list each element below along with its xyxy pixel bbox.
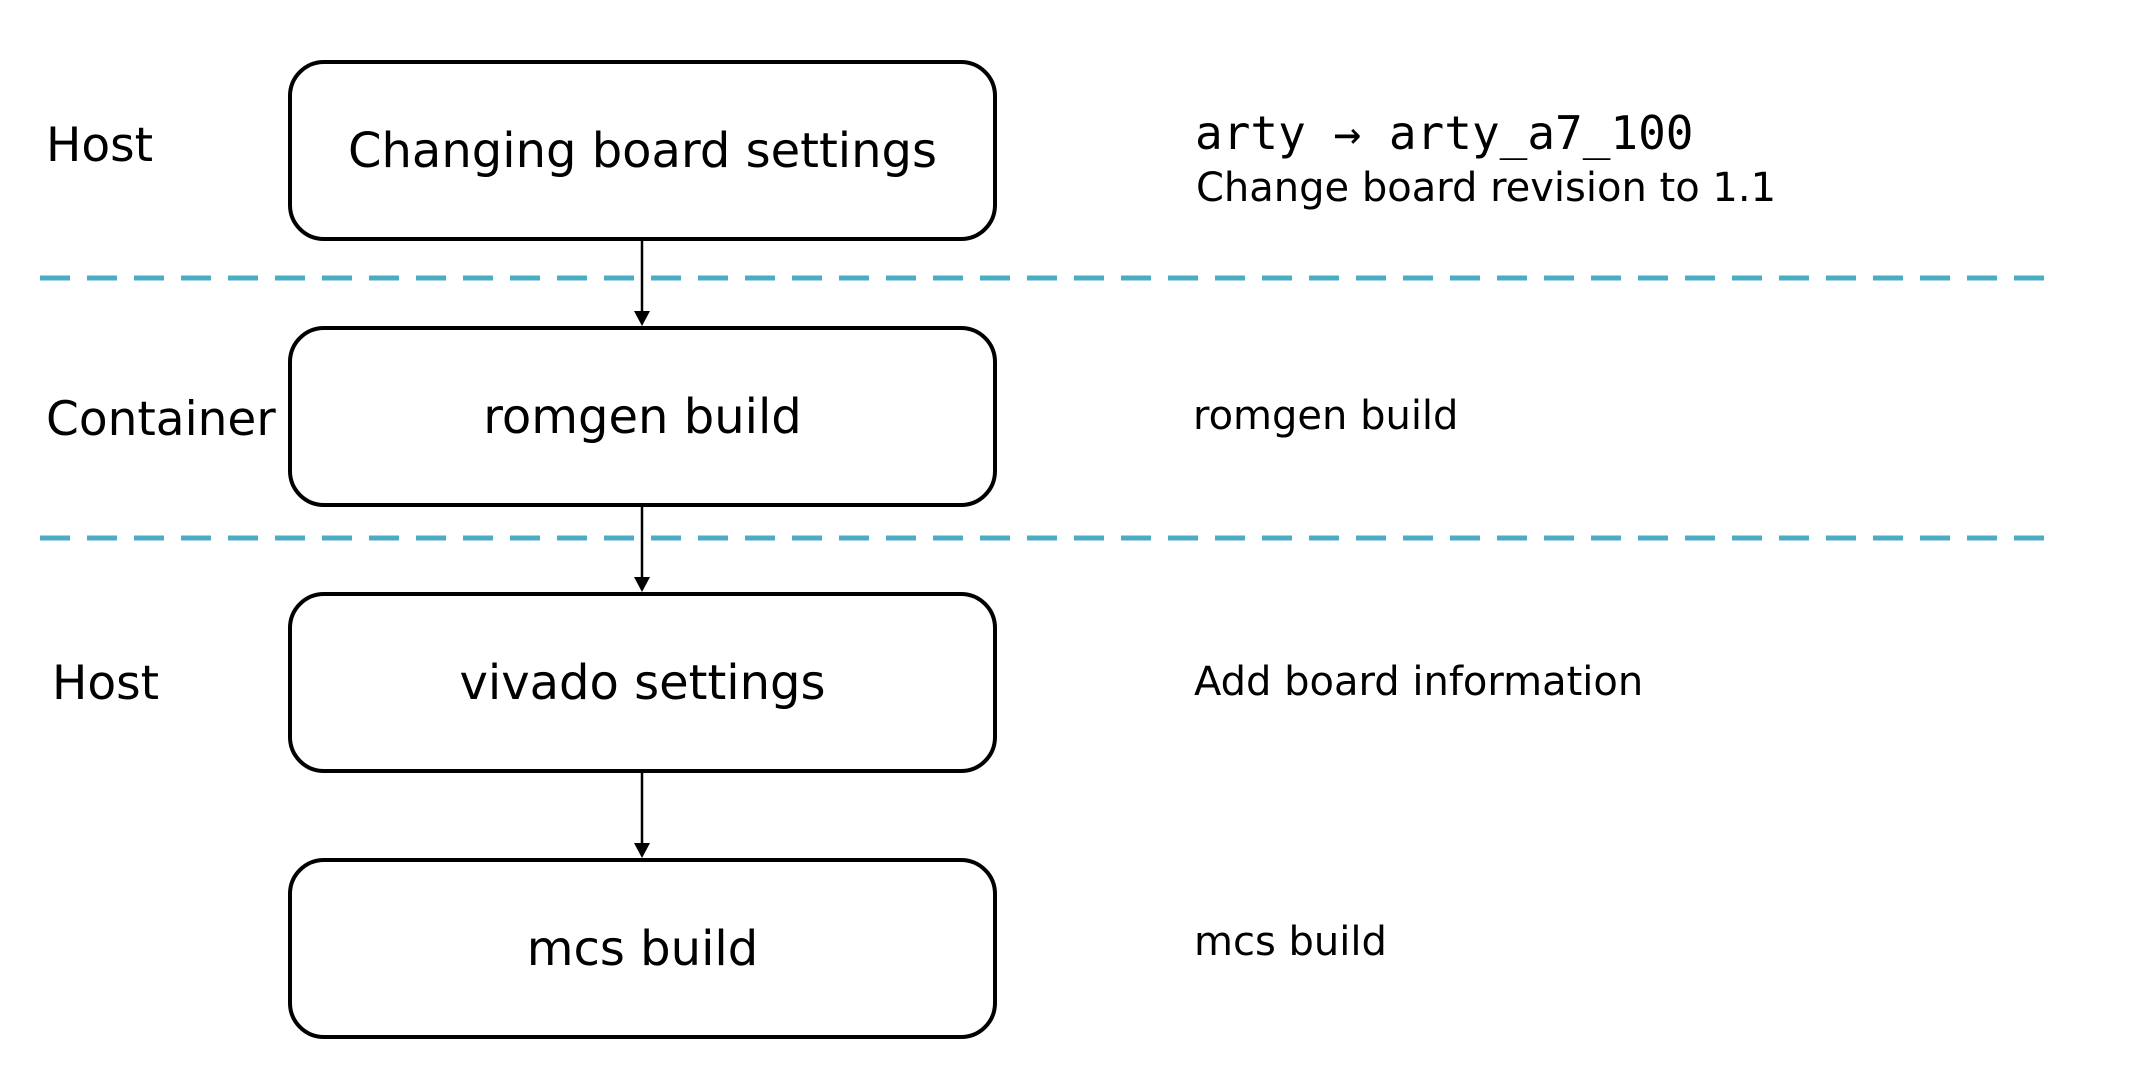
step-label: Changing board settings — [347, 122, 937, 179]
note-board-rename: arty → arty_a7_100 — [1195, 106, 1694, 160]
step-label: vivado settings — [459, 654, 826, 711]
zone-label-host-bottom: Host — [52, 656, 160, 711]
zone-label-container: Container — [46, 392, 276, 447]
note-mcs-build: mcs build — [1194, 919, 1387, 965]
arrow-settings-to-romgen-head — [634, 311, 650, 326]
step-label: romgen build — [483, 388, 802, 445]
note-board-revision: Change board revision to 1.1 — [1196, 165, 1777, 211]
zone-label-host-top: Host — [46, 118, 154, 173]
arrow-romgen-to-vivado-head — [634, 577, 650, 592]
note-romgen-build: romgen build — [1193, 393, 1459, 439]
step-box-romgen-build: romgen build — [288, 326, 997, 507]
note-add-board-information: Add board information — [1194, 659, 1644, 705]
step-box-mcs-build: mcs build — [288, 858, 997, 1039]
step-box-vivado-settings: vivado settings — [288, 592, 997, 773]
step-label: mcs build — [526, 920, 759, 977]
step-box-changing-board-settings: Changing board settings — [288, 60, 997, 241]
arrow-vivado-to-mcs-head — [634, 843, 650, 858]
